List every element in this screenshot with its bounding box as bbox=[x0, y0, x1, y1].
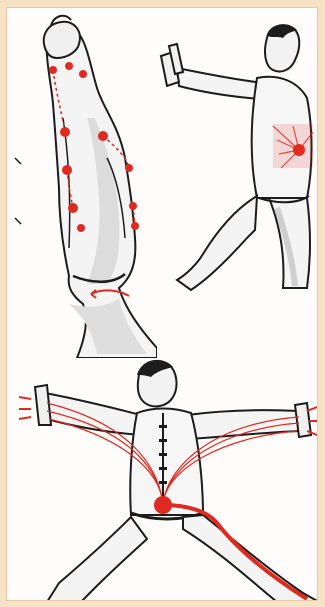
panel-push-forward bbox=[147, 8, 318, 308]
push-forward-figure bbox=[147, 8, 318, 308]
side-view-figure bbox=[7, 8, 157, 358]
panel-arms-outstretched bbox=[7, 353, 318, 601]
illustration-frame bbox=[6, 7, 318, 601]
panel-side-view bbox=[7, 8, 157, 358]
arms-outstretched-figure bbox=[7, 353, 318, 601]
